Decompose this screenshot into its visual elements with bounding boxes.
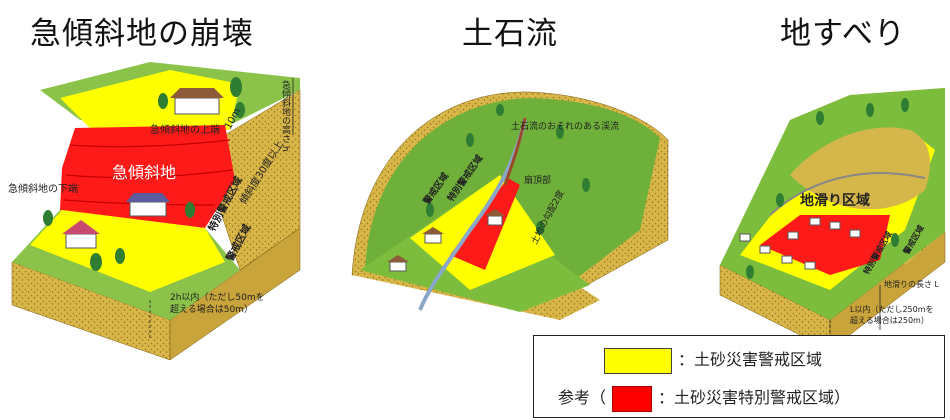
- note-2h-line2: 超える場合は50m）: [170, 303, 253, 315]
- landslide-soil-body: [790, 127, 930, 210]
- fan-special-area: [450, 178, 520, 270]
- label-landslide-length: 地滑りの長さ L: [884, 279, 940, 289]
- title-debris-flow: 土石流: [462, 16, 558, 52]
- house-debris-2: [485, 209, 505, 226]
- note-2h-line1: 2h以内（ただし50mを: [170, 291, 265, 303]
- label-slope-height: 急傾斜地の高さ h: [280, 79, 291, 152]
- landslide-illustration: 地滑り区域 特別警戒区域 警戒区域 地滑りの長さ L L以内（ただし250mを …: [719, 88, 946, 351]
- legend-swatch-yellow: [604, 347, 672, 374]
- trees-panel2: [426, 104, 590, 235]
- house-top: [170, 88, 224, 115]
- legend-box: ：土砂災害警戒区域 参考（ ：土砂災害特別警戒区域）: [533, 335, 945, 418]
- label-top-edge: 急傾斜地の上端: [150, 123, 220, 136]
- title-steep-slope-collapse: 急傾斜地の崩壊: [30, 16, 254, 52]
- note-l-line1: L以内（ただし250mを: [850, 304, 934, 314]
- trees-panel3: [746, 98, 909, 279]
- trees-panel1: [43, 77, 245, 271]
- house-mid: [126, 193, 170, 217]
- legend-reference-prefix: 参考（: [558, 388, 607, 407]
- legend-row-warning: ：土砂災害警戒区域: [598, 346, 822, 374]
- label-fan-apex: 扇頂部: [524, 174, 551, 186]
- upper-warning-area: [60, 70, 240, 130]
- legend-warning-text: ：土砂災害警戒区域: [678, 350, 823, 369]
- house-debris-3: [387, 255, 409, 272]
- legend-swatch-red: [612, 385, 653, 412]
- block-right-soil: [169, 227, 301, 361]
- legend-row-special: 参考（ ：土砂災害特別警戒区域）: [558, 384, 850, 412]
- label-bottom-edge: 急傾斜地の下端: [8, 182, 78, 195]
- label-steep-zone: 急傾斜地: [112, 163, 176, 182]
- label-landslide-zone: 地滑り区域: [800, 192, 870, 209]
- house-debris-1: [422, 227, 444, 244]
- legend-special-text: ：土砂災害特別警戒区域）: [658, 388, 851, 407]
- note-l-line2: 超える場合は250m）: [850, 315, 929, 325]
- steep-slope-illustration: 急傾斜地の高さ h 急傾斜地の上端 10m 急傾斜地 傾斜度30度以上 急傾斜地…: [8, 62, 301, 361]
- title-landslide: 地すべり: [780, 16, 906, 52]
- label-debris-stream: 土石流のおそれのある渓流: [511, 120, 619, 132]
- debris-flow-illustration: 土石流のおそれのある渓流 警戒区域 特別警戒区域 扇頂部 土地の勾配2度: [351, 91, 669, 320]
- houses-landslide: [739, 217, 861, 270]
- house-low: [62, 220, 100, 249]
